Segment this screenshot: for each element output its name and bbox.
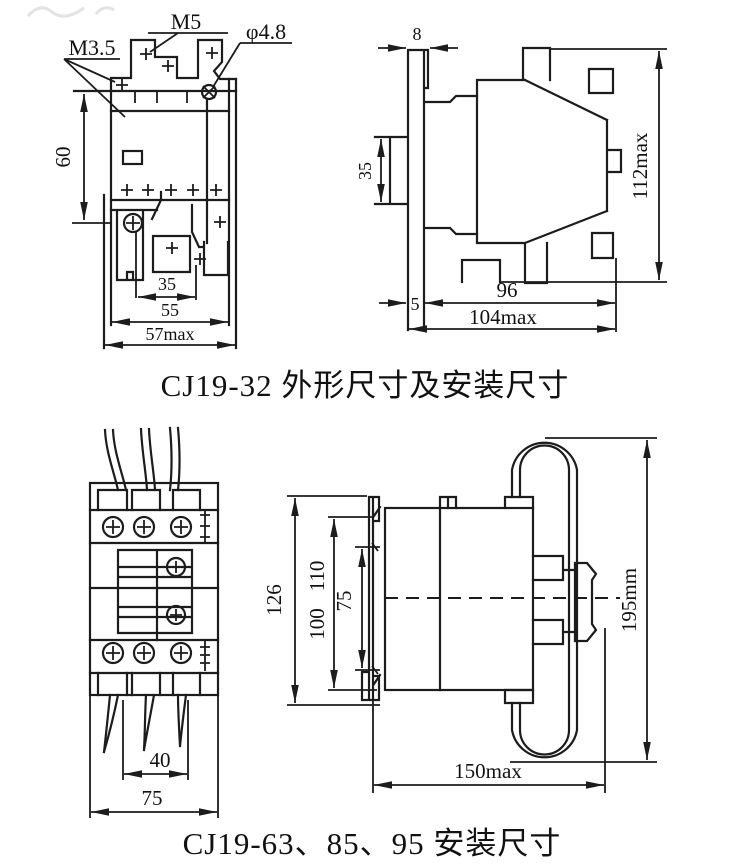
- dim-35-rail: 35: [355, 139, 385, 202]
- dim-40: 40: [122, 700, 189, 780]
- cj19-63-front-view: 40 75: [88, 426, 220, 818]
- dim-55: 55: [112, 300, 228, 326]
- front2-wires-bottom: [102, 693, 188, 754]
- dim-150max: 150max: [372, 628, 606, 793]
- dim-150max-text: 150max: [454, 759, 522, 783]
- dim-57max-text: 57max: [146, 324, 195, 344]
- dim-8-text: 8: [413, 24, 422, 44]
- dim-110-text: 110: [305, 561, 329, 592]
- label-m3-5: M3.5: [68, 35, 115, 60]
- dim-5-text: 5: [411, 294, 420, 314]
- front2-plus-columns: [200, 509, 210, 671]
- front-plus-marks: [116, 47, 226, 265]
- front-body-profile: [109, 38, 238, 93]
- mounting-hole-symbol: [200, 83, 218, 101]
- dim-195mm-text: 195mm: [617, 568, 641, 632]
- front2-screws: [101, 515, 193, 665]
- dim-57max: 57max: [105, 324, 235, 349]
- dim-100-text: 100: [305, 608, 329, 640]
- dim-104max-text: 104max: [469, 305, 537, 329]
- dim-104max: 104max: [409, 305, 615, 333]
- mounting-screw-symbol: [122, 212, 144, 234]
- dim-96-text: 96: [497, 278, 518, 302]
- dim-75-width: 75: [89, 695, 219, 818]
- dim-40-text: 40: [150, 748, 171, 772]
- cj19-32-front-view: M3.5 M5 φ4.8 60 35 55 57max: [51, 9, 292, 350]
- label-hole-diameter: φ4.8: [246, 19, 286, 44]
- label-m5: M5: [171, 9, 202, 34]
- side2-mounting-plate: [360, 495, 382, 702]
- cj19-32-side-view: 8 35 112max 5 96 104max: [355, 24, 667, 333]
- front2-center-block: [116, 548, 194, 642]
- dim-75-width-text: 75: [142, 786, 163, 810]
- side-body-profile: [460, 46, 623, 285]
- dim-35-text: 35: [158, 274, 176, 294]
- dim-35-rail-text: 35: [355, 162, 375, 180]
- side2-wire-loop: [510, 441, 579, 759]
- cj19-63-side-view: 126 110 100 75 195mm 150max: [262, 437, 657, 793]
- dim-110-100: 110 100: [305, 516, 377, 691]
- dim-75-side-text: 75: [332, 591, 356, 612]
- side2-right-terminals: [531, 554, 598, 646]
- dim-126: 126: [262, 495, 380, 706]
- dim-55-text: 55: [161, 300, 179, 320]
- dim-35: 35: [135, 232, 197, 301]
- dim-112max: 112max: [500, 48, 667, 283]
- dim-126-text: 126: [262, 584, 286, 616]
- front-window: [121, 149, 144, 166]
- title-cj19-63-85-95: CJ19-63、85、95 安装尺寸: [183, 826, 562, 861]
- dim-5: 5: [379, 294, 420, 314]
- title-cj19-32: CJ19-32 外形尺寸及安装尺寸: [161, 368, 570, 403]
- thread-labels: M3.5 M5 φ4.8: [63, 9, 292, 118]
- dim-96: 96: [425, 258, 617, 332]
- dim-195mm: 195mm: [510, 437, 657, 763]
- side-rail: [373, 48, 479, 332]
- watermark: [26, 6, 115, 18]
- front-contact-assembly: [109, 190, 230, 282]
- dim-75-side: 75: [332, 542, 380, 675]
- dim-8: 8: [378, 24, 458, 52]
- front2-wires-top: [103, 426, 181, 492]
- dim-112max-text: 112max: [628, 132, 652, 199]
- dim-60: 60: [51, 94, 112, 224]
- dim-60-text: 60: [51, 147, 75, 168]
